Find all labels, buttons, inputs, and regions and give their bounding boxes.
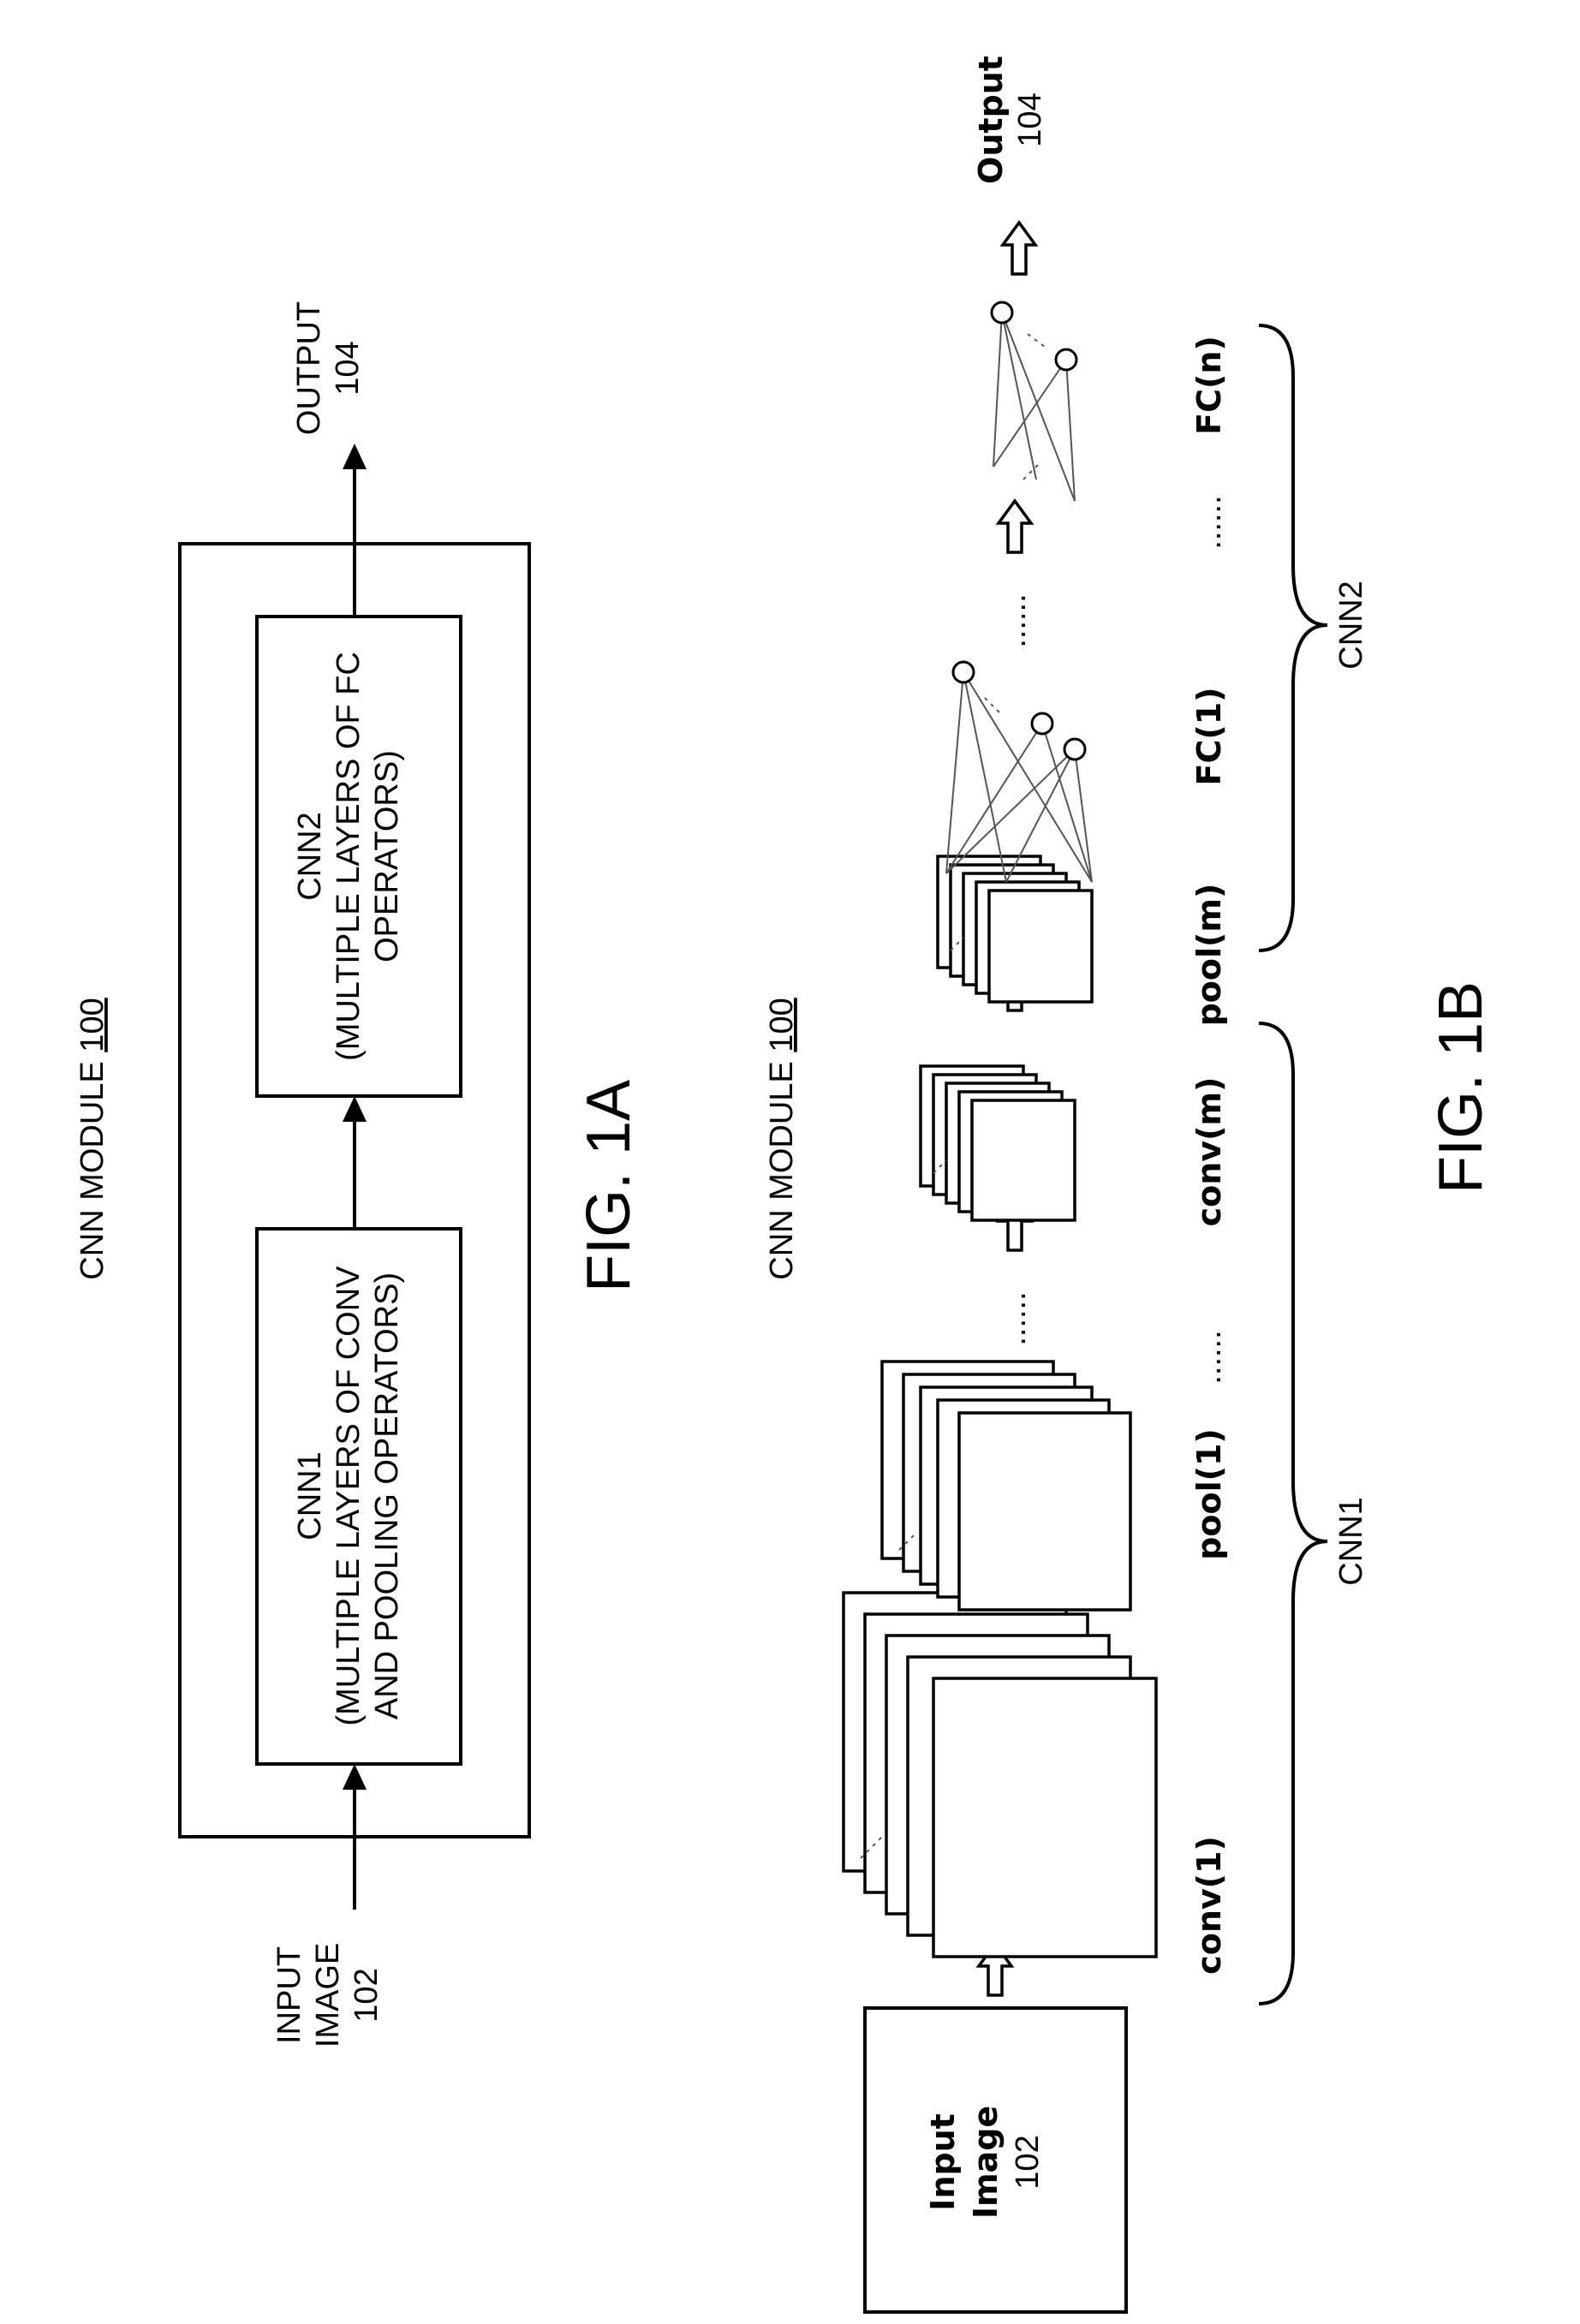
brace-cnn1	[1259, 1023, 1327, 2004]
svg-text:FIG. 1B: FIG. 1B	[1427, 981, 1495, 1194]
svg-text:......: ......	[1192, 1330, 1228, 1384]
svg-text:INPUT: INPUT	[271, 1946, 307, 2044]
svg-text:......: ......	[997, 593, 1033, 647]
svg-text:......: ......	[1192, 495, 1228, 549]
fc1-input-maps	[938, 856, 1092, 1002]
fig-1a: CNN MODULE 100 CNN1 (MULTIPLE LAYERS OF …	[75, 301, 643, 2047]
layer-label-convm: conv(m)	[1190, 1077, 1228, 1227]
layer-label-poolm: pool(m)	[1190, 884, 1228, 1027]
fc1-connections	[946, 672, 1092, 882]
svg-text:OPERATORS): OPERATORS)	[369, 750, 405, 962]
poolm-feature-maps	[921, 1066, 1075, 1220]
fcn-node-2	[1056, 349, 1076, 370]
output-label-1a: OUTPUT 104	[291, 301, 366, 435]
input-image-label-1a: INPUT IMAGE 102	[271, 1943, 385, 2047]
svg-text:102: 102	[1010, 2135, 1046, 2189]
layer-label-fc1: FC(1)	[1190, 687, 1228, 785]
fcn-node-1	[992, 302, 1012, 323]
svg-text:conv(m): conv(m)	[1190, 1077, 1228, 1227]
svg-text:AND POOLING OPERATORS): AND POOLING OPERATORS)	[369, 1272, 405, 1719]
pool1-feature-maps	[882, 1362, 1130, 1610]
svg-text:IMAGE: IMAGE	[310, 1943, 346, 2047]
brace-label-cnn2: CNN2	[1333, 581, 1369, 669]
svg-text:CNN1: CNN1	[1333, 1497, 1369, 1585]
svg-text:CNN MODULE 100: CNN MODULE 100	[764, 998, 800, 1279]
layer-label-conv1: conv(1)	[1190, 1836, 1228, 1975]
svg-text:FC(n): FC(n)	[1190, 336, 1228, 435]
svg-text:104: 104	[330, 341, 366, 395]
svg-text:FC(1): FC(1)	[1190, 687, 1228, 785]
svg-text:pool(1): pool(1)	[1190, 1428, 1228, 1560]
svg-text:......: ......	[997, 1291, 1033, 1345]
svg-text:104: 104	[1012, 92, 1048, 146]
svg-text:conv(1): conv(1)	[1190, 1836, 1228, 1975]
svg-text:OUTPUT: OUTPUT	[291, 301, 327, 435]
conv1-feature-maps	[844, 1593, 1156, 1957]
layer-label-dots2: ......	[1192, 495, 1228, 549]
svg-text:Output: Output	[972, 56, 1010, 184]
svg-text:CNN2: CNN2	[292, 812, 328, 900]
hollow-arrow-to-output	[1003, 223, 1035, 274]
svg-text:CNN1: CNN1	[292, 1451, 328, 1540]
brace-label-cnn1: CNN1	[1333, 1497, 1369, 1585]
fig-1b-caption: FIG. 1B	[1427, 981, 1495, 1194]
hollow-arrow-to-fcn	[999, 501, 1031, 552]
fc1-node-1	[953, 662, 974, 682]
svg-text:Image: Image	[967, 2106, 1005, 2219]
svg-text:CNN2: CNN2	[1333, 581, 1369, 669]
layer-label-fcn: FC(n)	[1190, 336, 1228, 435]
layer-label-dots1: ......	[1192, 1330, 1228, 1384]
layer-label-pool1: pool(1)	[1190, 1428, 1228, 1560]
fig-1b-title: CNN MODULE 100	[764, 998, 800, 1279]
output-arrowhead-1a	[343, 444, 367, 469]
fc1-node-3	[1064, 739, 1085, 760]
svg-text:102: 102	[349, 1968, 385, 2022]
svg-text:pool(m): pool(m)	[1190, 884, 1228, 1027]
svg-text:CNN MODULE 100: CNN MODULE 100	[75, 998, 110, 1279]
output-label-1b: Output 104	[972, 56, 1048, 184]
fig-1a-caption: FIG. 1A	[575, 1080, 643, 1292]
brace-cnn2	[1259, 325, 1327, 950]
fc1-node-2	[1032, 713, 1052, 734]
svg-text:FIG. 1A: FIG. 1A	[575, 1080, 643, 1292]
fcn-connections	[993, 313, 1075, 501]
svg-text:(MULTIPLE LAYERS OF FC: (MULTIPLE LAYERS OF FC	[331, 652, 367, 1061]
fig-1a-title: CNN MODULE 100	[75, 998, 110, 1279]
flow-dots-cnn1: ......	[997, 1291, 1033, 1345]
svg-text:Input: Input	[924, 2113, 962, 2211]
fig-1b: CNN MODULE 100 Input Image 102	[764, 56, 1495, 2312]
svg-text:(MULTIPLE LAYERS OF CONV: (MULTIPLE LAYERS OF CONV	[331, 1266, 367, 1726]
flow-dots-cnn2: ......	[997, 593, 1033, 647]
